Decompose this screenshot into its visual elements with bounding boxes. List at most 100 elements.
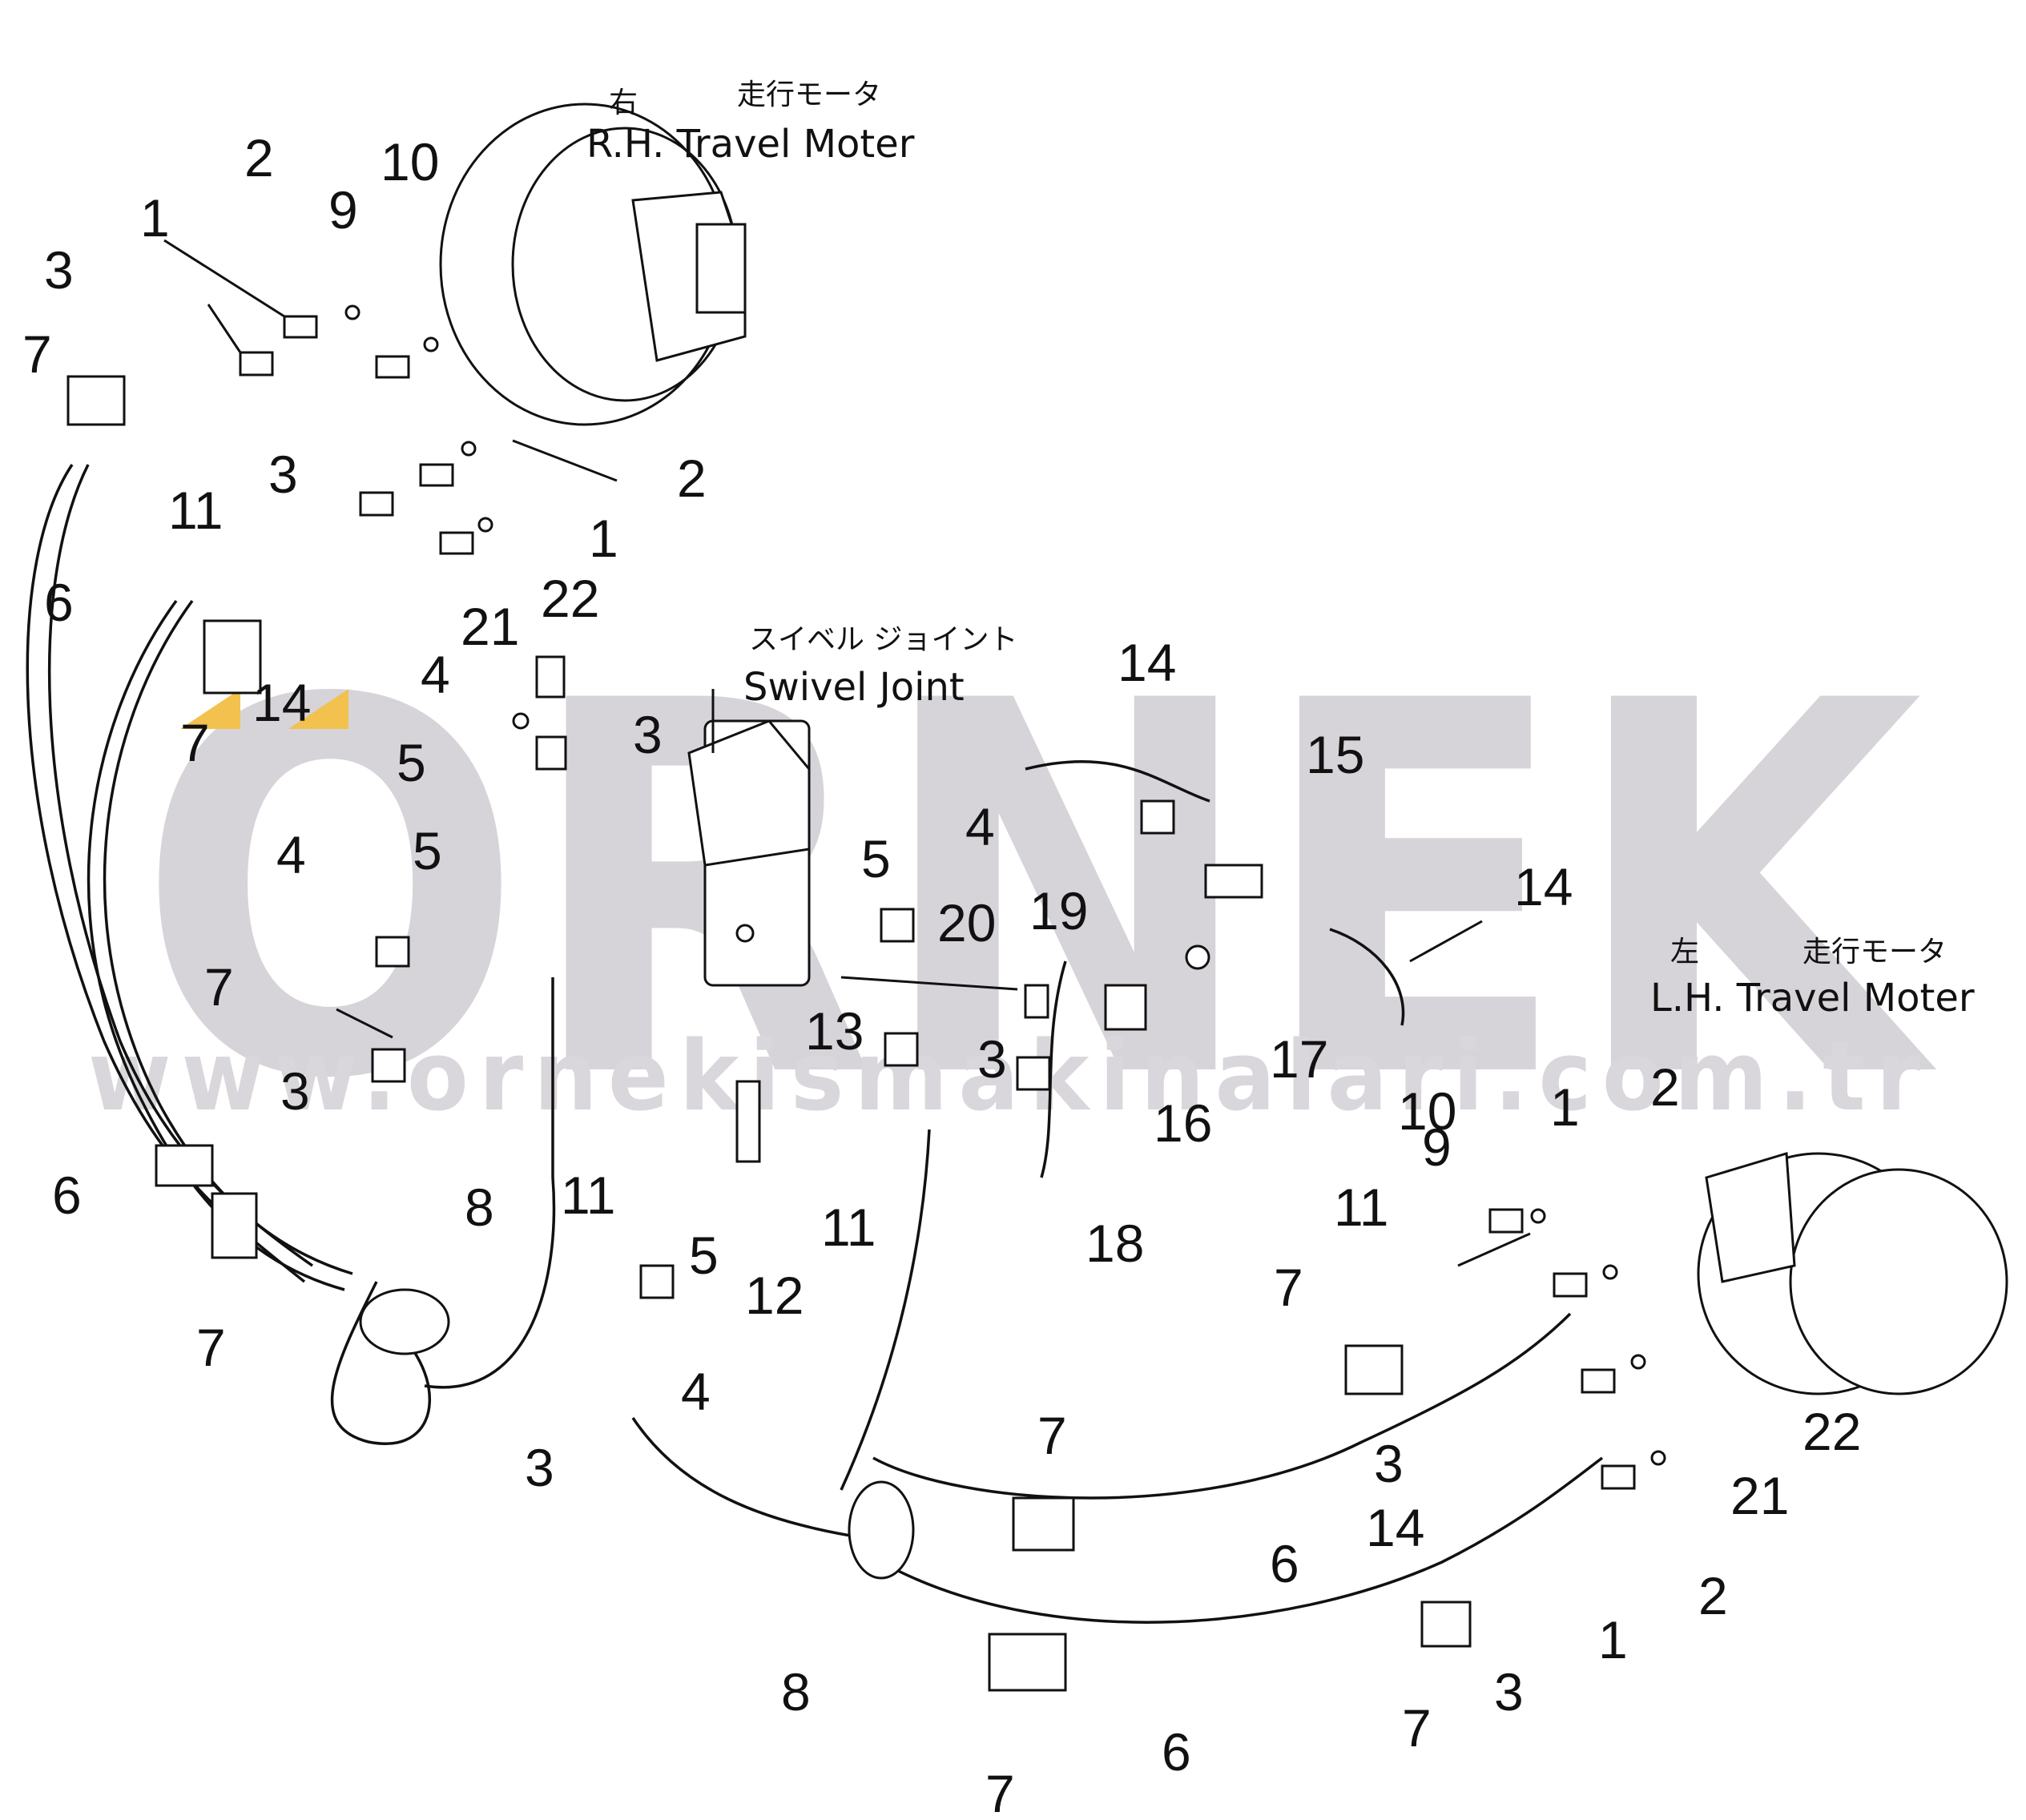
fitting-1-right	[1553, 1272, 1588, 1298]
part-label: 10	[381, 132, 439, 191]
lh-motor-cover	[1789, 1168, 2008, 1395]
part-label: 4	[681, 1362, 711, 1421]
part-label: 22	[541, 569, 599, 628]
part-label: 5	[689, 1226, 719, 1285]
elbow-4-center	[880, 908, 915, 943]
part-label: 1	[140, 188, 170, 248]
swivel-joint	[687, 689, 811, 987]
elbow-4-left	[375, 936, 410, 968]
hose-right-bottom	[880, 1456, 1604, 1624]
tag-7-center-bottom	[988, 1633, 1067, 1692]
leader-14-right	[1409, 920, 1483, 963]
part-label: 4	[421, 645, 450, 704]
oring-2-bottom	[1650, 1450, 1666, 1466]
fitting-3-top	[239, 351, 274, 376]
part-label: 2	[244, 128, 274, 187]
hose-right-lower	[872, 1312, 1572, 1500]
part-label: 2	[1650, 1057, 1680, 1117]
part-label: 3	[1494, 1662, 1524, 1721]
lh-motor-port-block	[1705, 1152, 1796, 1283]
part-label: 12	[745, 1266, 804, 1325]
watermark-accent-left	[180, 689, 240, 729]
oring-2-right	[1602, 1264, 1618, 1280]
watermark-accent-right	[288, 689, 348, 729]
fittings	[239, 304, 1666, 1490]
part-label: 3	[1374, 1434, 1404, 1493]
lh-caption-jp-name: 走行モータ	[1802, 936, 1947, 968]
swivel-port	[735, 924, 755, 943]
part-label: 6	[1270, 1534, 1299, 1593]
hose-tube-3-center	[840, 1129, 931, 1491]
lh-caption-jp-side: 左	[1670, 936, 1699, 968]
part-label: 3	[525, 1438, 554, 1497]
part-label: 3	[977, 1029, 1007, 1089]
part-label: 7	[180, 713, 210, 772]
fitting-3-right	[1016, 1056, 1051, 1091]
part-label: 14	[1514, 857, 1573, 916]
part-label: 10	[1398, 1081, 1456, 1141]
oring-2-top	[344, 304, 360, 320]
fitting-1-top	[283, 315, 318, 339]
part-label: 14	[1366, 1498, 1424, 1557]
part-label: 11	[1334, 1178, 1389, 1237]
fitting-3-mid	[359, 491, 394, 517]
fitting-3-center-top	[535, 735, 567, 771]
leader-3-top	[207, 304, 242, 353]
part-label: 2	[1698, 1566, 1728, 1625]
part-label: 6	[52, 1166, 82, 1225]
part-label: 6	[1162, 1722, 1191, 1782]
washer-17	[1185, 944, 1210, 970]
part-label: 18	[1086, 1214, 1144, 1273]
fitting-3-left	[371, 1048, 406, 1083]
part-label: 11	[821, 1198, 876, 1257]
part-label: 3	[280, 1061, 310, 1121]
oring-10-top	[423, 336, 439, 352]
swivel-caption-jp: スイベル ジョイント	[749, 623, 1017, 656]
tag-7-mid	[203, 619, 262, 695]
part-label: 7	[1037, 1406, 1067, 1465]
tag-7-center-top	[1012, 1496, 1075, 1552]
part-label: 8	[465, 1178, 494, 1237]
swivel-top	[687, 719, 811, 867]
rh-motor-port-block	[695, 223, 747, 314]
clamp-8-bottom	[848, 1480, 915, 1580]
fitting-19	[1024, 984, 1049, 1019]
part-label: 20	[937, 893, 996, 952]
part-labels: 1 2 3 7 9 10 11 3 2 1 6 21 22 7 14 4 5 3…	[22, 128, 1861, 1820]
part-label: 9	[1422, 1117, 1452, 1177]
hose-tube-3-left	[424, 1177, 556, 1389]
part-label: 7	[985, 1764, 1015, 1820]
part-label: 8	[781, 1662, 811, 1721]
part-label: 9	[328, 180, 358, 240]
oring-22-mid	[477, 517, 493, 533]
rh-caption-en: R.H. Travel Moter	[586, 122, 915, 167]
clamps	[359, 1288, 915, 1580]
part-label: 5	[861, 829, 891, 888]
hose-left-3	[103, 599, 353, 1275]
part-label: 21	[1730, 1466, 1789, 1525]
part-label: 11	[168, 481, 224, 540]
lh-caption-en: L.H. Travel Moter	[1650, 976, 1975, 1021]
valve-15	[1204, 864, 1263, 899]
leader-1-top	[163, 239, 285, 318]
part-label: 22	[1802, 1402, 1861, 1461]
part-label: 17	[1270, 1029, 1328, 1089]
part-label: 3	[44, 240, 74, 300]
oring-5-top	[512, 712, 530, 730]
bolt-16	[1104, 984, 1147, 1031]
part-label: 14	[252, 673, 311, 732]
elbow-4-top	[535, 655, 566, 699]
watermark-brand: ORNEK	[136, 594, 1939, 1190]
part-label: 7	[196, 1318, 226, 1377]
rh-caption-jp-name: 走行モータ	[737, 79, 881, 111]
fitting-3-bottom	[639, 1264, 675, 1299]
oring-10-right	[1530, 1208, 1546, 1224]
watermark: ORNEK www.ornekismakinalari.com.tr	[88, 594, 1939, 1190]
leader-11-right	[1457, 1232, 1531, 1267]
part-label: 5	[397, 733, 426, 792]
tag-7-right	[1344, 1344, 1404, 1395]
fitting-1-bottom	[1601, 1464, 1636, 1490]
part-label: 1	[589, 509, 618, 568]
swivel-caption-en: Swivel Joint	[743, 665, 965, 710]
clamp-8-left	[359, 1288, 450, 1355]
